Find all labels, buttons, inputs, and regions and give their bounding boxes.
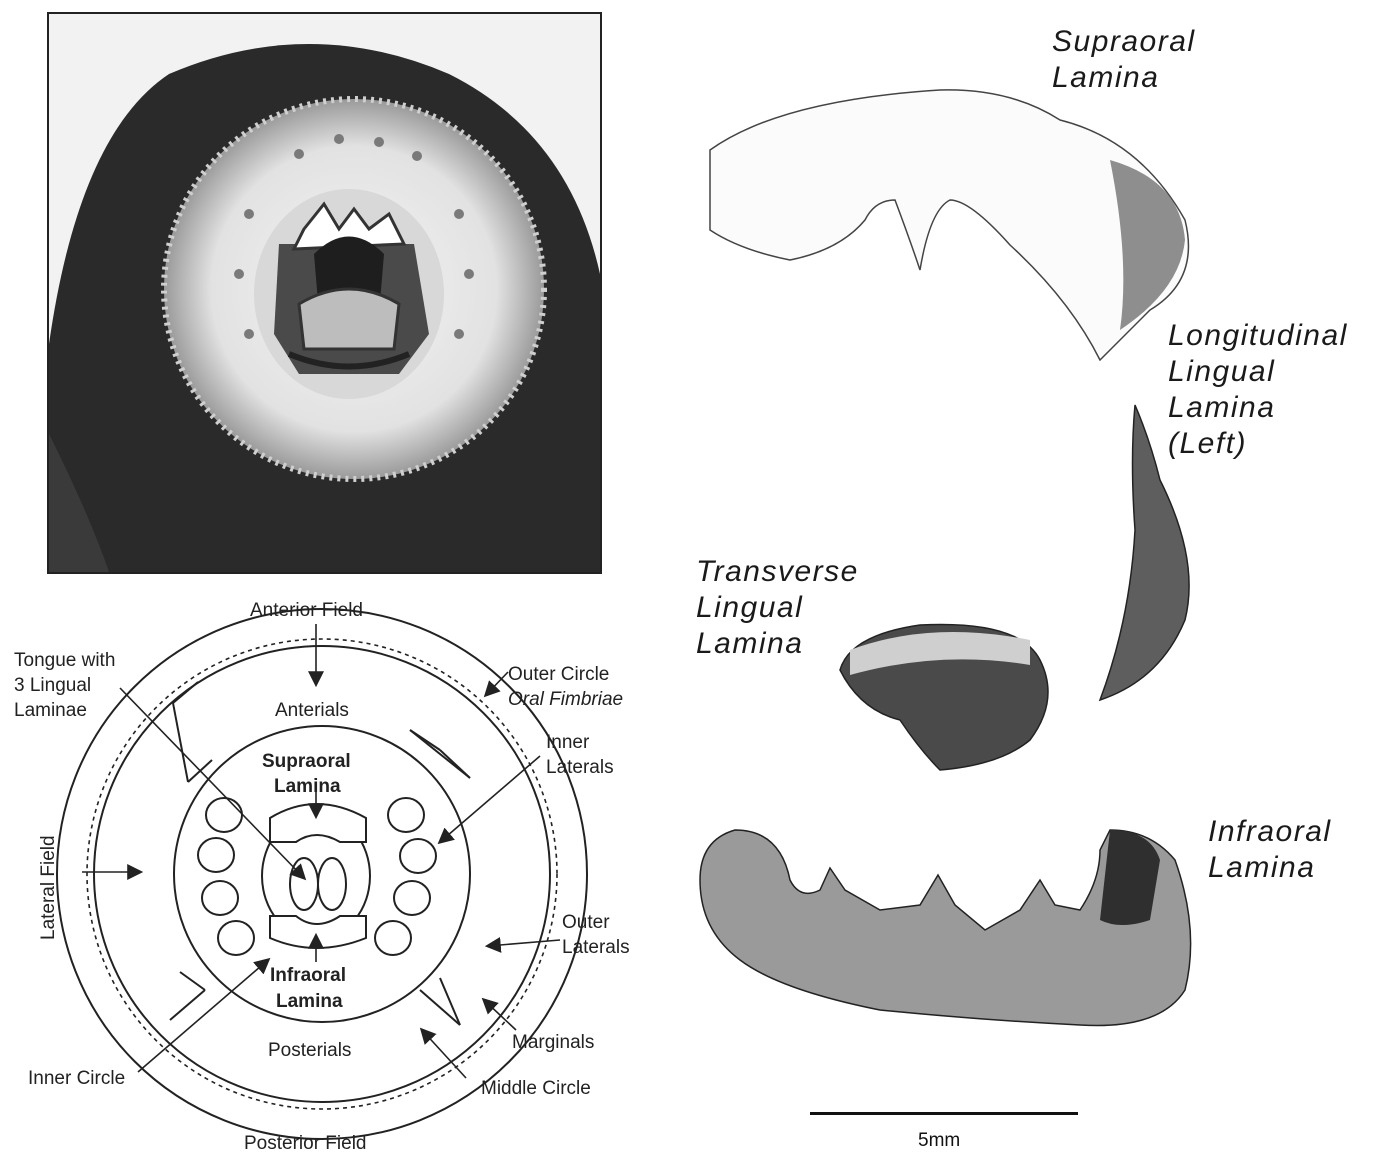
infraoral-diagram-label-line1: Infraoral: [270, 963, 346, 988]
inner-circle-label: Inner Circle: [28, 1066, 125, 1091]
oral-disc-photo: [47, 12, 602, 574]
anterials-label: Anterials: [275, 698, 349, 723]
supraoral-specimen-label: Supraoral Lamina: [1052, 24, 1196, 96]
scale-bar-label: 5mm: [918, 1130, 960, 1152]
supraoral-lamina-specimen: [710, 90, 1188, 360]
tongue-label-line1: Tongue with: [14, 648, 115, 673]
oral-fimbriae-label: Oral Fimbriae: [508, 687, 623, 712]
lateral-field-label: Lateral Field: [38, 835, 60, 940]
supraoral-lamina-shape: [270, 804, 366, 842]
tongue-label-line2: 3 Lingual: [14, 673, 91, 698]
posterials-label: Posterials: [268, 1038, 351, 1063]
infraoral-specimen-label: Infraoral Lamina: [1208, 814, 1332, 886]
outer-laterals-label-line2: Laterals: [562, 935, 630, 960]
outer-laterals-label-line1: Outer: [562, 910, 610, 935]
anterior-field-label: Anterior Field: [250, 598, 363, 623]
transverse-specimen-label: Transverse Lingual Lamina: [696, 554, 859, 662]
marginals-label: Marginals: [512, 1030, 594, 1055]
scale-bar: [810, 1112, 1078, 1115]
infraoral-diagram-label-line2: Lamina: [276, 989, 343, 1014]
supraoral-diagram-label-line2: Lamina: [274, 774, 341, 799]
outer-circle-label: Outer Circle: [508, 662, 609, 687]
oral-disc-photo-graphic: [49, 14, 600, 572]
tongue-lobe-right: [318, 858, 346, 910]
supraoral-diagram-label-line1: Supraoral: [262, 749, 351, 774]
tongue-label-line3: Laminae: [14, 698, 87, 723]
infraoral-lamina-shape: [270, 916, 366, 948]
posterior-field-label: Posterior Field: [244, 1131, 367, 1156]
inner-laterals-label-line1: Inner: [546, 730, 589, 755]
inner-laterals-label-line2: Laterals: [546, 755, 614, 780]
longitudinal-specimen-label: Longitudinal Lingual Lamina (Left): [1168, 318, 1348, 462]
specimen-photos: [680, 60, 1240, 1040]
tongue-lobe-left: [290, 858, 318, 910]
middle-circle-label: Middle Circle: [481, 1076, 591, 1101]
